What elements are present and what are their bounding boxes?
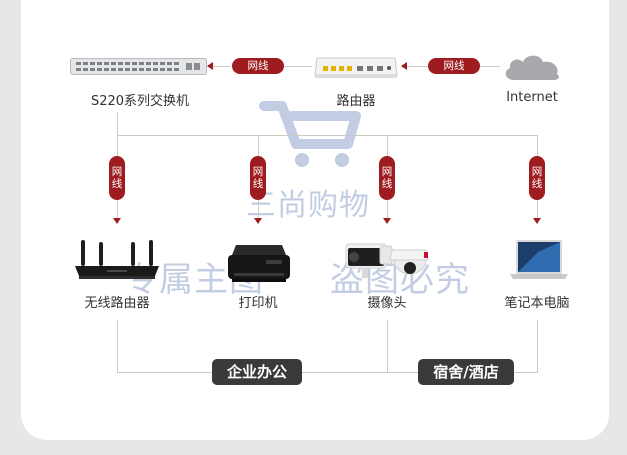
- cable-label-vertical: 网线: [379, 156, 395, 200]
- arrow-down-icon: [254, 218, 262, 224]
- arrow-left-icon: [207, 62, 213, 70]
- switch-icon: [70, 58, 207, 75]
- branch-line: [387, 200, 388, 218]
- cable-label-vertical: 网线: [109, 156, 125, 200]
- camera-label: 摄像头: [367, 296, 407, 311]
- group-line: [117, 372, 212, 373]
- branch-line: [258, 200, 259, 218]
- cable-label: 网线: [232, 58, 284, 74]
- arrow-down-icon: [533, 218, 541, 224]
- wireless-router-icon: [75, 240, 159, 279]
- branch-line: [387, 136, 388, 156]
- branch-line: [537, 136, 538, 156]
- laptop-label: 笔记本电脑: [504, 296, 570, 311]
- trunk-line: [117, 112, 118, 136]
- router-internet-line: [402, 66, 428, 67]
- group-line: [117, 320, 118, 373]
- printer-label: 打印机: [238, 296, 278, 311]
- watermark-text-1: 三尚购物: [246, 188, 370, 223]
- branch-line: [537, 200, 538, 218]
- group-line: [514, 372, 538, 373]
- group-line: [302, 372, 418, 373]
- cable-label-char: 线: [381, 178, 393, 190]
- switch-label: S220系列交换机: [90, 94, 190, 109]
- switch-router-line: [208, 66, 230, 67]
- arrow-down-icon: [383, 218, 391, 224]
- branch-line: [117, 200, 118, 218]
- laptop-icon: [510, 240, 568, 279]
- router-internet-line: [480, 66, 500, 67]
- cable-label-char: 网: [381, 166, 393, 178]
- cable-label-text: 网线: [532, 166, 543, 190]
- cable-label-char: 网: [252, 166, 264, 178]
- cart-watermark-icon: [259, 101, 361, 167]
- branch-line: [117, 136, 118, 156]
- cloud-icon: [505, 55, 559, 80]
- switch-router-line: [284, 66, 312, 67]
- router-icon: [314, 57, 398, 78]
- cable-label-text: 网线: [382, 166, 393, 190]
- cable-label-char: 网: [531, 166, 543, 178]
- cable-label-char: 线: [111, 178, 123, 190]
- router-label: 路由器: [336, 94, 376, 109]
- internet-label: Internet: [506, 90, 558, 105]
- cable-label-char: 线: [531, 178, 543, 190]
- cable-label-vertical: 网线: [529, 156, 545, 200]
- camera-icon: [345, 243, 429, 278]
- printer-icon: [228, 245, 290, 282]
- bus-line: [117, 135, 538, 136]
- branch-line: [258, 136, 259, 156]
- cable-label-text: 网线: [253, 166, 264, 190]
- tag-office: 企业办公: [212, 359, 302, 385]
- cable-label-char: 线: [252, 178, 264, 190]
- cable-label-text: 网线: [112, 166, 123, 190]
- cable-label: 网线: [428, 58, 480, 74]
- group-line: [387, 320, 388, 373]
- cable-label-vertical: 网线: [250, 156, 266, 200]
- arrow-down-icon: [113, 218, 121, 224]
- tag-hotel: 宿舍/酒店: [418, 359, 514, 385]
- group-line: [537, 320, 538, 373]
- cable-label-char: 网: [111, 166, 123, 178]
- wireless-router-label: 无线路由器: [84, 296, 150, 311]
- arrow-left-icon: [401, 62, 407, 70]
